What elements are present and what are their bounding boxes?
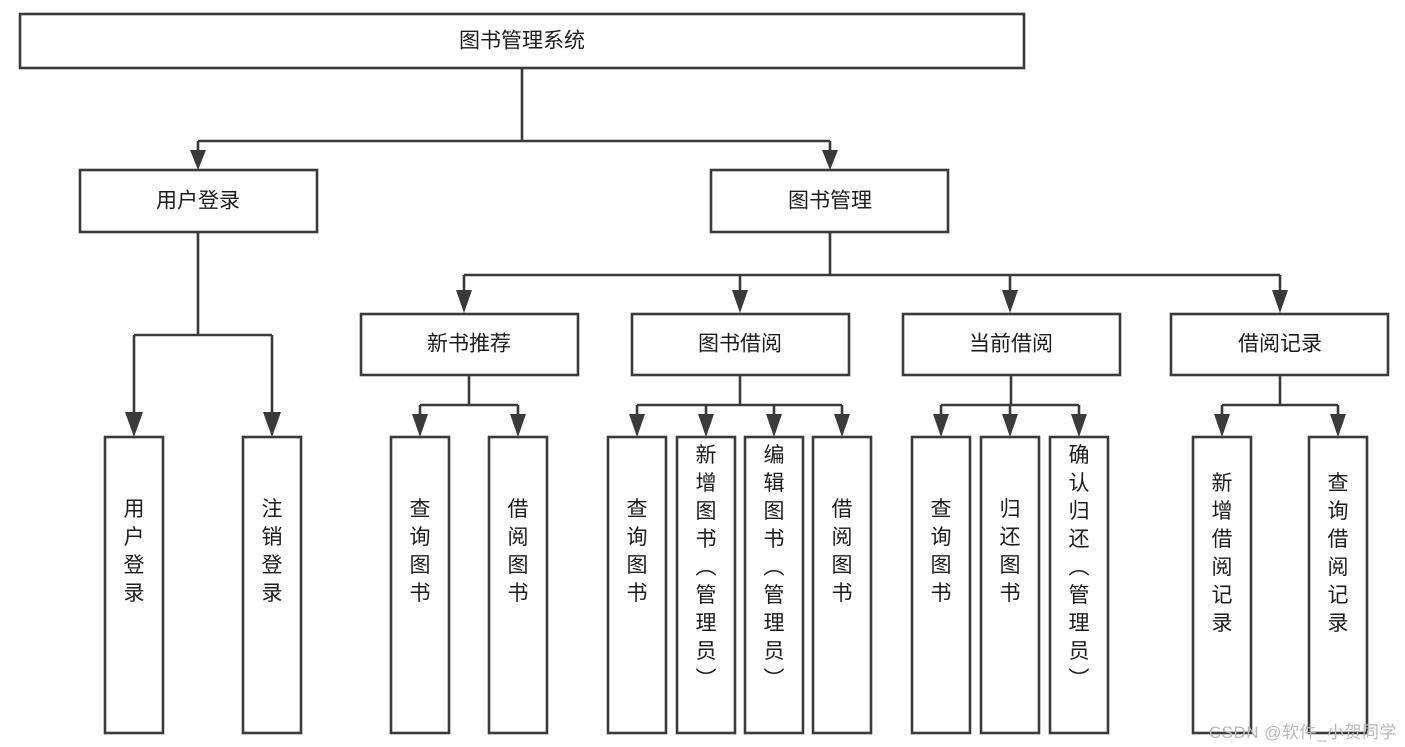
node-root-label: 图书管理系统	[459, 30, 585, 53]
node-user-login[interactable]: 用户登录	[78, 168, 319, 234]
leaf-box	[811, 435, 873, 735]
leaf-label-vertical: 查询图书	[410, 498, 431, 605]
leaf-label-vertical: 编辑图书︵管理员︶	[764, 444, 785, 691]
leaf-label-vertical: 查询图书	[627, 498, 648, 605]
leaf-current-confirm-return-admin[interactable]: 确认归还︵管理员︶	[1048, 435, 1110, 735]
arrow-head-to-book-borrow	[732, 290, 748, 313]
arrow-head-record-leaf-1	[1214, 414, 1230, 437]
node-book-management-box	[709, 168, 950, 234]
arrow-head-recommend-leaf-2	[510, 414, 526, 437]
node-current-borrow-label: 当前借阅	[969, 333, 1053, 356]
leaf-box	[241, 435, 303, 735]
leaf-box	[606, 435, 668, 735]
arrow-head-to-borrow-record	[1272, 290, 1288, 313]
node-root-box	[18, 12, 1026, 70]
leaf-box	[1191, 435, 1253, 735]
leaf-box	[1048, 435, 1110, 735]
csdn-watermark: CSDN @软件_小贺同学	[1208, 723, 1397, 742]
leaf-box	[743, 435, 805, 735]
leaf-box	[675, 435, 737, 735]
leaf-current-return-book[interactable]: 归还图书	[979, 435, 1041, 735]
arrow-head-current-leaf-1	[933, 414, 949, 437]
arrow-head-to-user-login	[190, 150, 206, 170]
connector-layer	[125, 68, 1346, 437]
node-user-login-box	[78, 168, 319, 234]
leaf-record-query-record[interactable]: 查询借阅记录	[1307, 435, 1369, 735]
arrow-head-to-book-management	[822, 150, 838, 170]
arrow-head-current-leaf-3	[1071, 414, 1087, 437]
node-book-borrow[interactable]: 图书借阅	[630, 312, 851, 377]
arrow-head-current-leaf-2	[1002, 414, 1018, 437]
arrow-head-borrow-leaf-4	[834, 414, 850, 437]
node-book-management[interactable]: 图书管理	[709, 168, 950, 234]
leaf-label-vertical: 查询借阅记录	[1328, 472, 1349, 635]
leaf-recommend-borrow-book[interactable]: 借阅图书	[487, 435, 549, 735]
leaf-user-login-login[interactable]: 用户登录	[103, 435, 165, 735]
node-new-book-recommend[interactable]: 新书推荐	[359, 312, 580, 377]
arrow-head-borrow-leaf-2	[698, 414, 714, 437]
leaf-user-login-logout[interactable]: 注销登录	[241, 435, 303, 735]
leaf-borrow-borrow-book[interactable]: 借阅图书	[811, 435, 873, 735]
node-book-borrow-label: 图书借阅	[698, 333, 782, 356]
leaf-label-vertical: 新增借阅记录	[1212, 472, 1233, 635]
node-new-book-recommend-label: 新书推荐	[427, 333, 511, 356]
leaf-label-vertical: 新增图书︵管理员︶	[696, 444, 717, 691]
arrow-head-recommend-leaf-1	[412, 414, 428, 437]
leaf-box	[1307, 435, 1369, 735]
leaf-current-query-book[interactable]: 查询图书	[910, 435, 972, 735]
leaf-label-vertical: 查询图书	[931, 498, 952, 605]
node-borrow-record-box	[1169, 312, 1390, 377]
leaf-borrow-add-book-admin[interactable]: 新增图书︵管理员︶	[675, 435, 737, 735]
leaf-box	[487, 435, 549, 735]
arrow-head-to-current-borrow	[1002, 290, 1018, 313]
arrow-head-record-leaf-2	[1330, 414, 1346, 437]
arrow-head-logout-leaf	[263, 412, 281, 437]
node-book-management-label: 图书管理	[788, 190, 872, 213]
leaf-label-vertical: 用户登录	[124, 498, 145, 605]
leaf-box	[103, 435, 165, 735]
leaf-box	[910, 435, 972, 735]
arrow-head-borrow-leaf-3	[766, 414, 782, 437]
leaf-box	[979, 435, 1041, 735]
node-current-borrow-box	[901, 312, 1122, 377]
leaf-record-add-record[interactable]: 新增借阅记录	[1191, 435, 1253, 735]
node-root-book-management-system[interactable]: 图书管理系统	[18, 12, 1026, 70]
node-new-book-recommend-box	[359, 312, 580, 377]
arrow-head-to-new-book-recommend	[456, 290, 472, 313]
node-current-borrow[interactable]: 当前借阅	[901, 312, 1122, 377]
node-user-login-label: 用户登录	[156, 190, 240, 213]
leaf-borrow-query-book[interactable]: 查询图书	[606, 435, 668, 735]
leaf-label-vertical: 借阅图书	[832, 498, 853, 605]
leaf-label-vertical: 确认归还︵管理员︶	[1069, 444, 1090, 691]
leaf-box	[389, 435, 451, 735]
leaf-borrow-edit-book-admin[interactable]: 编辑图书︵管理员︶	[743, 435, 805, 735]
leaf-recommend-query-book[interactable]: 查询图书	[389, 435, 451, 735]
leaf-label-vertical: 借阅图书	[508, 498, 529, 605]
node-borrow-record-label: 借阅记录	[1238, 333, 1322, 356]
node-book-borrow-box	[630, 312, 851, 377]
node-borrow-record[interactable]: 借阅记录	[1169, 312, 1390, 377]
arrow-head-borrow-leaf-1	[629, 414, 645, 437]
leaf-label-vertical: 注销登录	[262, 498, 283, 605]
arrow-head-user-login-leaf	[125, 412, 143, 437]
leaf-label-vertical: 归还图书	[1000, 498, 1021, 605]
